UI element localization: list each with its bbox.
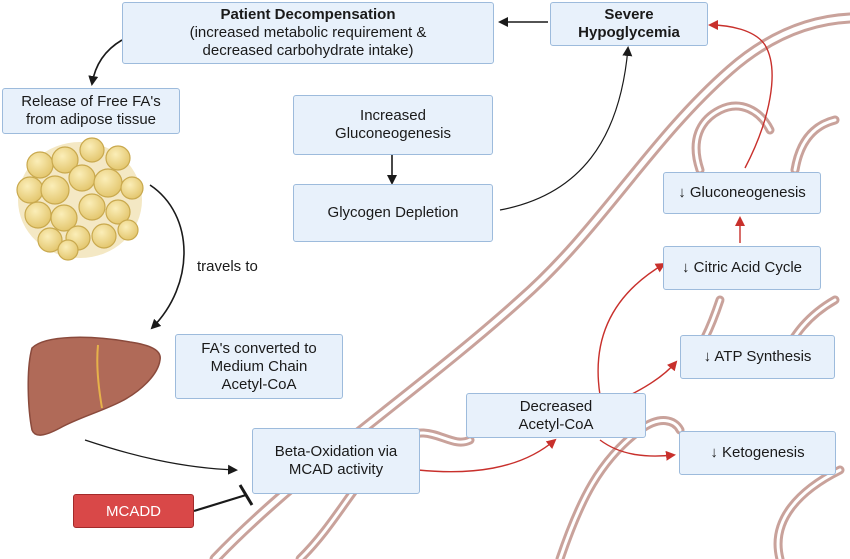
fa-converted-box: FA's converted to Medium Chain Acetyl-Co… xyxy=(175,334,343,399)
atp-synthesis-box: ↓ ATP Synthesis xyxy=(680,335,835,379)
mcadd-box: MCADD xyxy=(73,494,194,528)
increased-gluconeogenesis-label: Increased Gluconeogenesis xyxy=(335,107,451,142)
patient-decompensation-title: Patient Decompensation xyxy=(220,6,396,23)
fa-converted-label: FA's converted to Medium Chain Acetyl-Co… xyxy=(201,339,317,393)
glycogen-depletion-label: Glycogen Depletion xyxy=(327,204,459,221)
patient-decompensation-subtitle: (increased metabolic requirement & decre… xyxy=(189,24,427,59)
glycogen-depletion-box: Glycogen Depletion xyxy=(293,184,493,242)
atp-synthesis-label: ↓ ATP Synthesis xyxy=(703,348,812,365)
patient-decompensation-box: Patient Decompensation (increased metabo… xyxy=(122,2,494,64)
beta-oxidation-box: Beta-Oxidation via MCAD activity xyxy=(252,428,420,494)
release-free-fa-box: Release of Free FA's from adipose tissue xyxy=(2,88,180,134)
decreased-gluconeogenesis-box: ↓ Gluconeogenesis xyxy=(663,172,821,214)
travels-to-label: travels to xyxy=(197,258,258,275)
beta-oxidation-label: Beta-Oxidation via MCAD activity xyxy=(274,443,398,478)
adipose-tissue-icon xyxy=(16,137,144,261)
decreased-acetyl-coa-box: Decreased Acetyl-CoA xyxy=(466,393,646,438)
severe-hypoglycemia-label: Severe Hypoglycemia xyxy=(578,6,680,41)
mcadd-label: MCADD xyxy=(106,502,161,520)
severe-hypoglycemia-box: Severe Hypoglycemia xyxy=(550,2,708,46)
ketogenesis-label: ↓ Ketogenesis xyxy=(710,444,805,461)
ketogenesis-box: ↓ Ketogenesis xyxy=(679,431,836,475)
release-free-fa-label: Release of Free FA's from adipose tissue xyxy=(21,93,161,128)
citric-acid-cycle-box: ↓ Citric Acid Cycle xyxy=(663,246,821,290)
decreased-gluconeogenesis-label: ↓ Gluconeogenesis xyxy=(678,184,806,201)
increased-gluconeogenesis-box: Increased Gluconeogenesis xyxy=(293,95,493,155)
decreased-acetyl-coa-label: Decreased Acetyl-CoA xyxy=(518,397,594,433)
citric-acid-cycle-label: ↓ Citric Acid Cycle xyxy=(681,259,803,276)
liver-icon xyxy=(27,336,161,436)
